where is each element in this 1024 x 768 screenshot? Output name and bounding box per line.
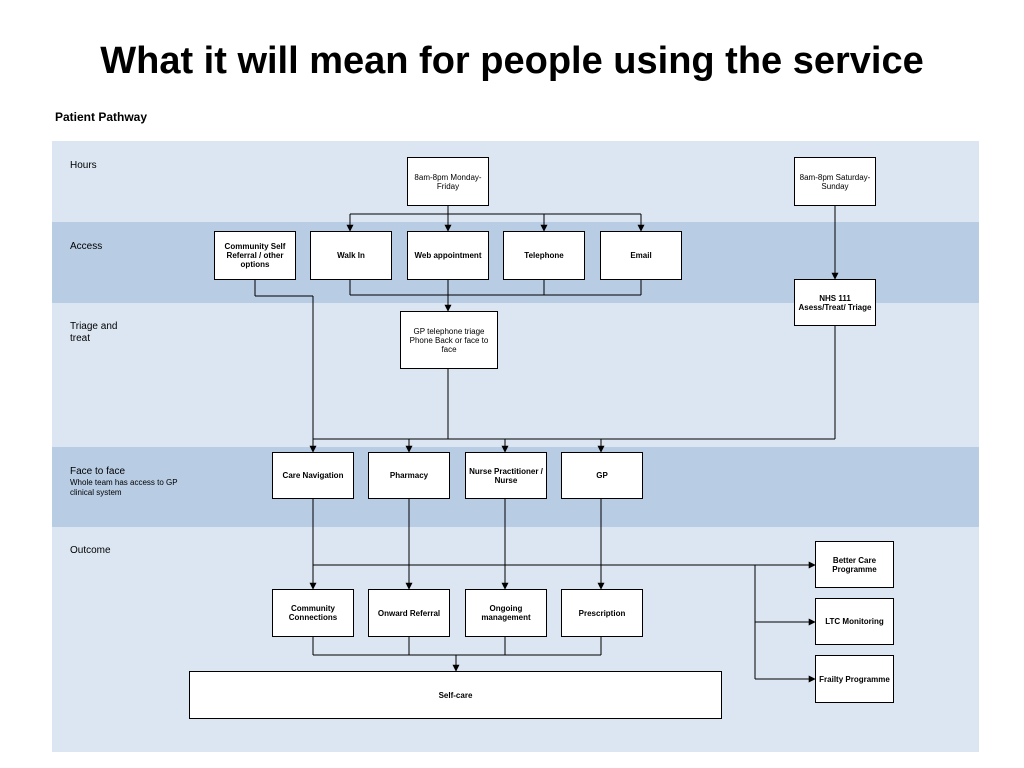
band-label-face-sub: Whole team has access to GP clinical sys… bbox=[70, 478, 178, 497]
hours-weekday-box: 8am-8pm Monday-Friday bbox=[407, 157, 489, 206]
page-title: What it will mean for people using the s… bbox=[100, 40, 924, 82]
pharmacy-box: Pharmacy bbox=[368, 452, 450, 499]
telephone-box: Telephone bbox=[503, 231, 585, 280]
band-triage bbox=[52, 303, 979, 447]
better-care-programme-box: Better Care Programme bbox=[815, 541, 894, 588]
band-label-access: Access bbox=[70, 241, 103, 252]
gp-telephone-triage-box: GP telephone triage Phone Back or face t… bbox=[400, 311, 498, 369]
web-appointment-box: Web appointment bbox=[407, 231, 489, 280]
band-label-hours: Hours bbox=[70, 160, 97, 171]
diagram-subtitle: Patient Pathway bbox=[55, 110, 148, 124]
ongoing-management-box: Ongoing management bbox=[465, 589, 547, 637]
walk-in-box: Walk In bbox=[310, 231, 392, 280]
community-connections-box: Community Connections bbox=[272, 589, 354, 637]
band-label-face-to-face: Face to face Whole team has access to GP… bbox=[70, 466, 180, 498]
nhs111-box: NHS 111 Asess/Treat/ Triage bbox=[794, 279, 876, 326]
onward-referral-box: Onward Referral bbox=[368, 589, 450, 637]
community-self-referral-box: Community Self Referral / other options bbox=[214, 231, 296, 280]
hours-weekend-box: 8am-8pm Saturday-Sunday bbox=[794, 157, 876, 206]
email-box: Email bbox=[600, 231, 682, 280]
frailty-programme-box: Frailty Programme bbox=[815, 655, 894, 703]
ltc-monitoring-box: LTC Monitoring bbox=[815, 598, 894, 645]
band-label-triage: Triage and treat bbox=[70, 321, 118, 344]
band-label-face-title: Face to face bbox=[70, 466, 126, 477]
nurse-practitioner-box: Nurse Practitioner / Nurse bbox=[465, 452, 547, 499]
band-label-outcome: Outcome bbox=[70, 545, 111, 556]
gp-box: GP bbox=[561, 452, 643, 499]
care-navigation-box: Care Navigation bbox=[272, 452, 354, 499]
self-care-box: Self-care bbox=[189, 671, 722, 719]
prescription-box: Prescription bbox=[561, 589, 643, 637]
